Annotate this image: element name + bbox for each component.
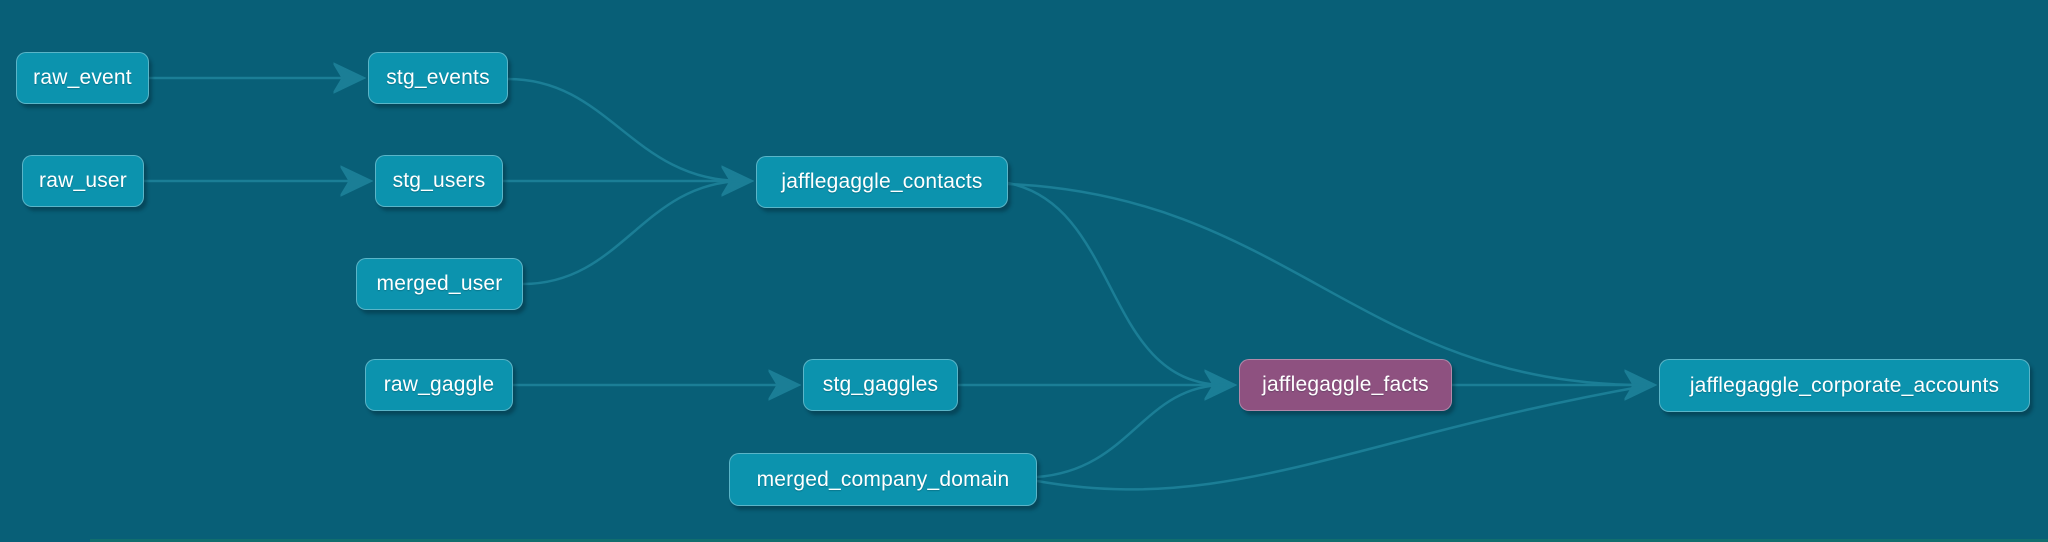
edge-merged_user-jafflegaggle_contacts [521,179,744,286]
node-jafflegaggle-corporate-accounts[interactable]: jafflegaggle_corporate_accounts [1659,359,2030,412]
node-merged-user[interactable]: merged_user [356,258,523,310]
edge-jafflegaggle_contacts-jafflegaggle_facts [1006,181,1227,387]
node-raw-gaggle[interactable]: raw_gaggle [365,359,513,411]
node-stg-gaggles[interactable]: stg_gaggles [803,359,958,411]
node-jafflegaggle-facts[interactable]: jafflegaggle_facts [1239,359,1452,411]
node-stg-events[interactable]: stg_events [368,52,508,104]
node-stg-users[interactable]: stg_users [375,155,503,207]
edge-jafflegaggle_contacts-jafflegaggle_corporate_accounts [1006,182,1647,387]
node-merged-company-domain[interactable]: merged_company_domain [729,453,1037,506]
edge-stg_events-jafflegaggle_contacts [506,77,744,183]
edge-merged_company_domain-jafflegaggle_facts [1035,383,1227,479]
bottom-edge-strip [90,539,2048,542]
edge-merged_company_domain-jafflegaggle_corporate_accounts [1035,384,1647,491]
node-raw-event[interactable]: raw_event [16,52,149,104]
node-jafflegaggle-contacts[interactable]: jafflegaggle_contacts [756,156,1008,208]
node-raw-user[interactable]: raw_user [22,155,144,207]
